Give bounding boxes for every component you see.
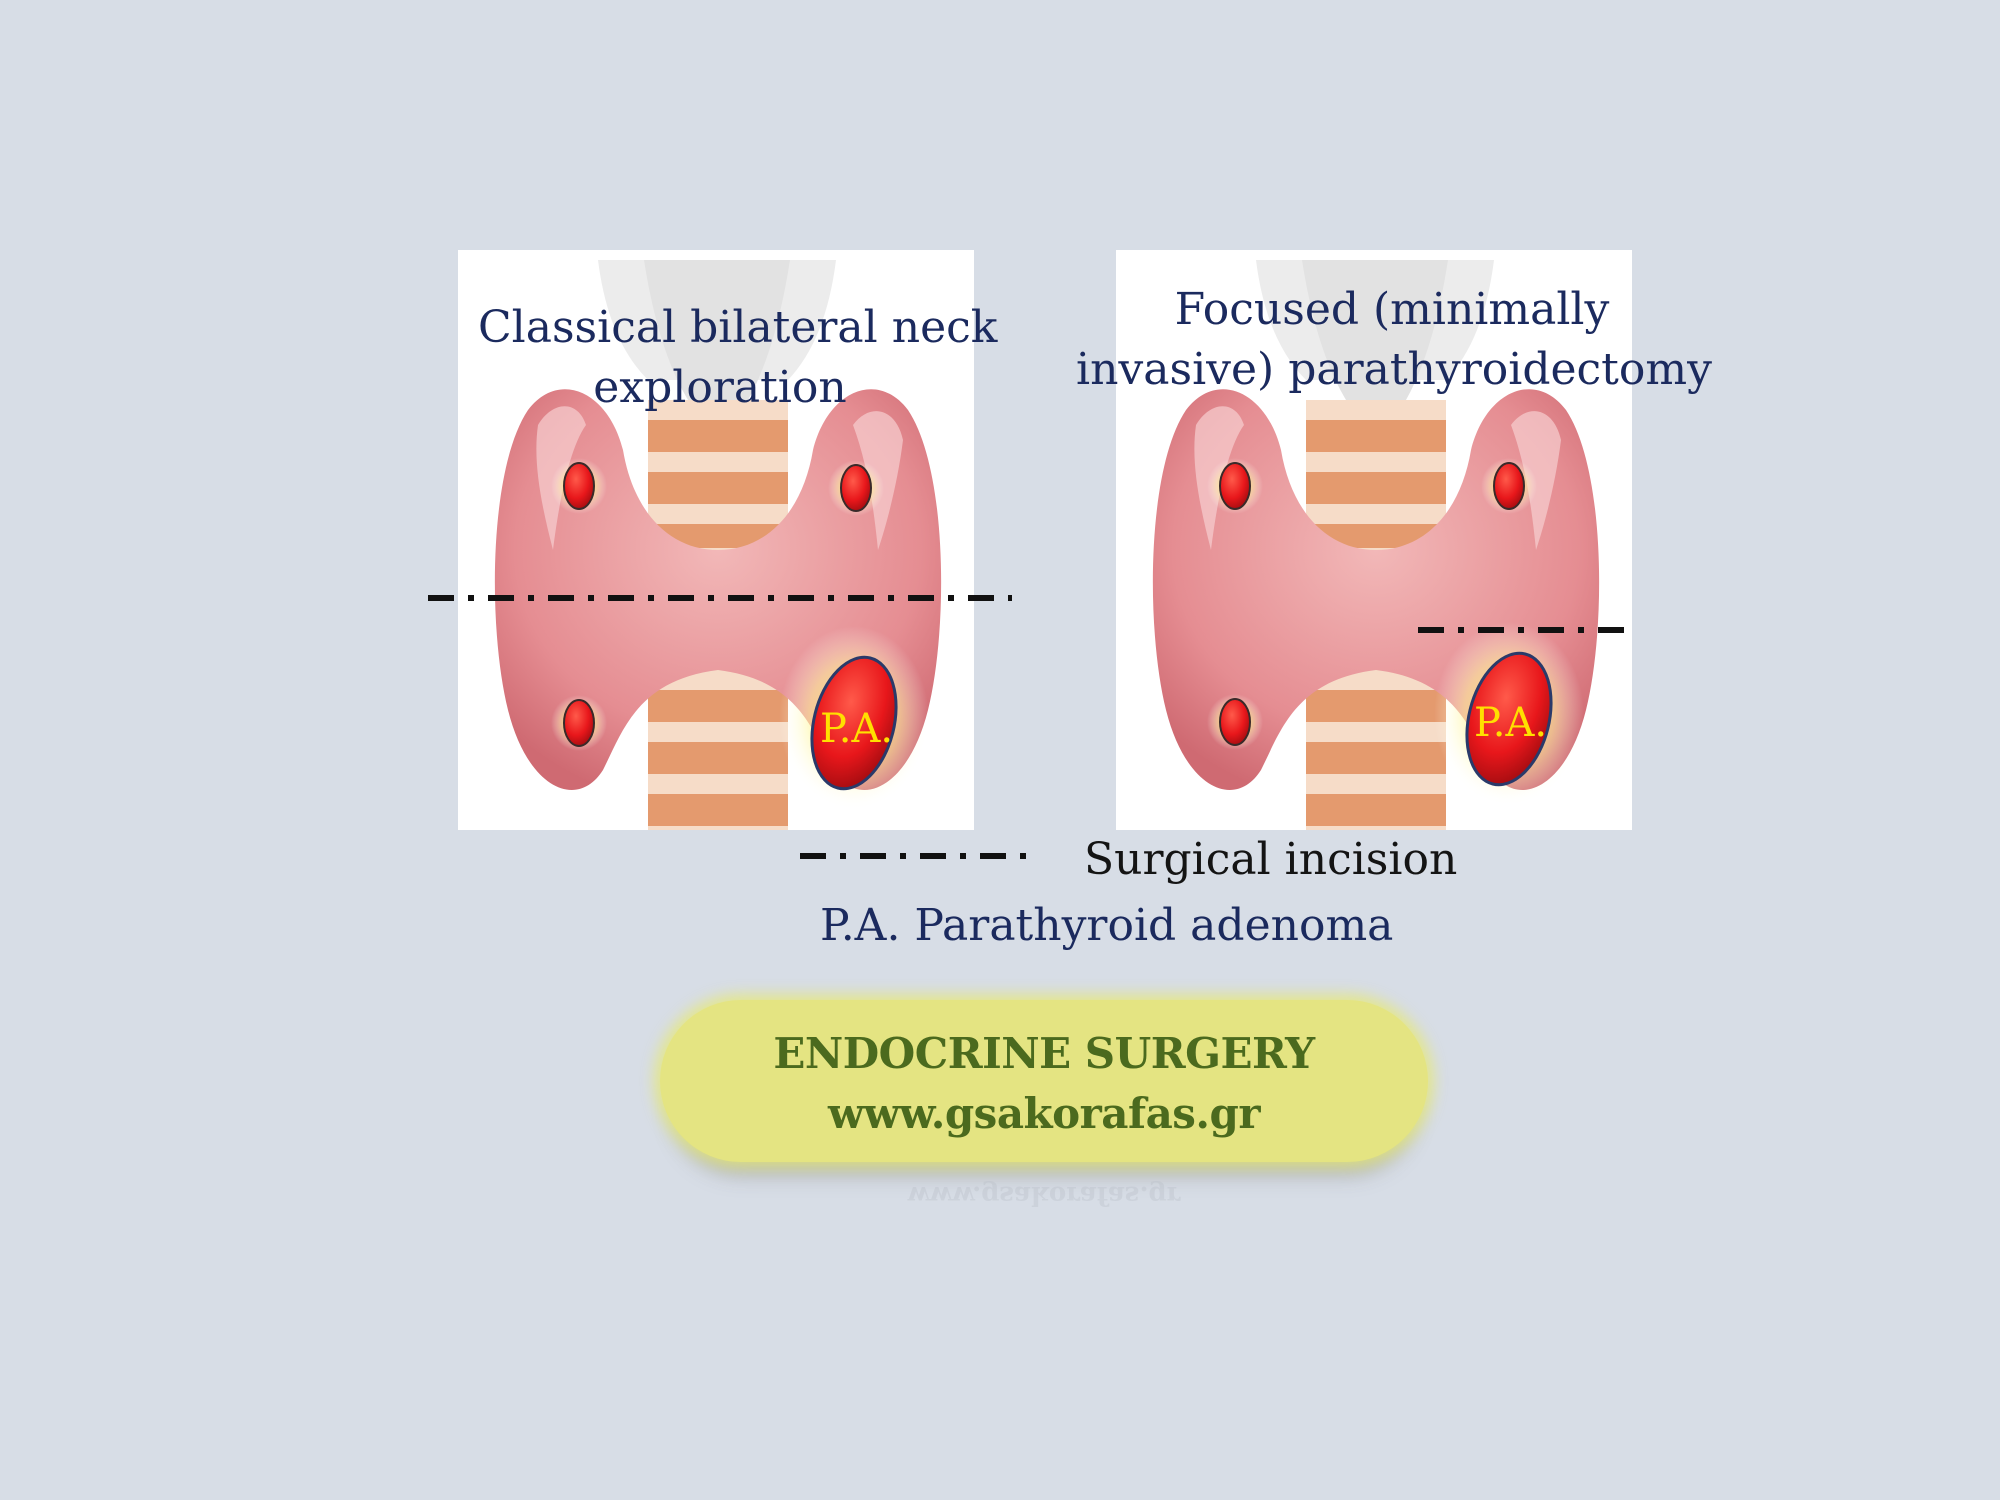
parathyroid-upper-left bbox=[1207, 458, 1263, 514]
parathyroid-upper-right bbox=[1481, 458, 1537, 514]
legend-parathyroid-adenoma: P.A. Parathyroid adenoma bbox=[820, 900, 1394, 951]
parathyroid-upper-right bbox=[828, 460, 884, 516]
panel-focused-parathyroidectomy: P.A. bbox=[1116, 250, 1632, 830]
thyroid-illustration-right: P.A. bbox=[1152, 260, 1600, 830]
endocrine-surgery-banner: ENDOCRINE SURGERY www.gsakorafas.gr bbox=[660, 1000, 1428, 1162]
legend-surgical-incision: Surgical incision bbox=[1084, 834, 1458, 885]
panel-bilateral-exploration: P.A. bbox=[458, 250, 974, 830]
parathyroid-lower-left bbox=[551, 695, 607, 751]
parathyroid-lower-left bbox=[1207, 694, 1263, 750]
parathyroid-upper-left bbox=[551, 458, 607, 514]
adenoma-label-right: P.A. bbox=[1474, 700, 1547, 746]
banner-reflection: www.gsakorafas.gr bbox=[907, 1180, 1181, 1210]
adenoma-label-left: P.A. bbox=[820, 706, 893, 752]
banner-title: ENDOCRINE SURGERY bbox=[773, 1029, 1315, 1078]
banner-website: www.gsakorafas.gr bbox=[827, 1089, 1261, 1138]
parathyroid-adenoma bbox=[1434, 622, 1584, 806]
parathyroid-adenoma bbox=[779, 626, 929, 810]
thyroid-illustration-left: P.A. bbox=[494, 260, 942, 830]
